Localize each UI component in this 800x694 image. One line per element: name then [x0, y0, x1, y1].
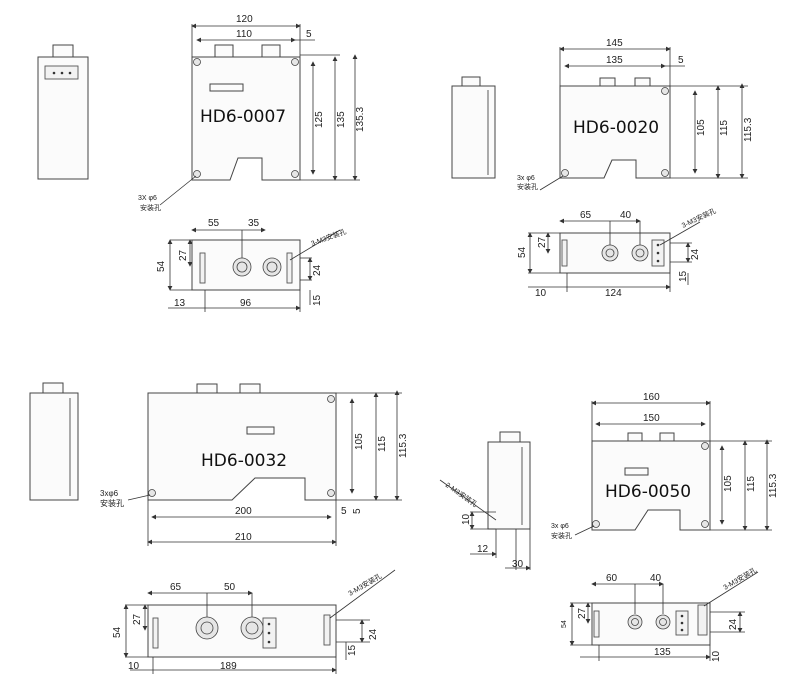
- model-label-0020: HD6-0020: [573, 118, 659, 138]
- dim-width-overall: 145: [606, 38, 623, 49]
- dim-port1: 60: [606, 573, 618, 584]
- side-view-0050: [439, 431, 531, 571]
- dim-height: 115: [377, 436, 388, 452]
- model-label-0032: HD6-0032: [201, 451, 287, 471]
- hole-note-line2: 安装孔: [100, 498, 124, 508]
- m3-note-0020: 3-M3安装孔: [680, 206, 717, 230]
- dim-height-overall: 115.3: [743, 117, 754, 142]
- dim-port-spacing: 35: [248, 218, 260, 229]
- dim-height: 115: [746, 476, 757, 492]
- dim-depth: 54: [561, 620, 568, 628]
- view-hd6-0007: HD6-0007 120 110 5 125 135 135.3 3X φ6 安…: [37, 14, 366, 312]
- hole-note-line1: 3x φ6: [517, 175, 535, 182]
- dim-port-spacing: 40: [650, 573, 662, 584]
- dim-width-overall: 160: [643, 392, 660, 403]
- hole-note-line1: 3x φ6: [551, 523, 569, 530]
- dim-height-overall: 115.3: [768, 473, 779, 498]
- hole-note-line2: 安装孔: [551, 531, 572, 540]
- dim-27: 27: [132, 613, 143, 625]
- dim-height: 135: [336, 111, 347, 128]
- dim-depth: 54: [112, 626, 123, 638]
- dim-side-10: 10: [461, 513, 472, 525]
- hole-note-line1: 3X φ6: [138, 195, 157, 202]
- dim-depth: 54: [156, 260, 167, 272]
- dim-depth: 54: [517, 246, 528, 258]
- front-dims-0020: 145 135 5 105 115 115.3 3x φ6 安装孔: [517, 38, 754, 191]
- dim-width-holes: 110: [236, 29, 252, 40]
- dim-height-overall: 115.3: [398, 433, 409, 458]
- dim-height: 115: [719, 120, 730, 136]
- bottom-view-0020: [527, 218, 701, 292]
- dim-height-overall: 135.3: [355, 107, 366, 132]
- front-dims-0007: 120 110 5 125 135 135.3 3X φ6 安装孔: [138, 14, 366, 212]
- front-dims-0050: 160 150 105 115 115.3 3x φ6 安装孔: [551, 392, 779, 540]
- dim-27: 27: [577, 607, 588, 619]
- dim-port-spacing: 50: [224, 582, 236, 593]
- dim-15: 15: [678, 270, 689, 282]
- dim-27: 27: [178, 249, 189, 261]
- dim-10: 10: [711, 650, 722, 662]
- dim-width-overall: 120: [236, 14, 253, 25]
- view-hd6-0050: 10 12 30 2-M3安装孔 HD6-0050 160 150 105 11…: [439, 392, 779, 662]
- dim-height-holes: 105: [696, 119, 707, 136]
- hole-note-line2: 安装孔: [140, 203, 161, 212]
- side-view-0020: [451, 76, 496, 179]
- dim-width-holes: 135: [606, 55, 623, 66]
- dim-port-spacing: 40: [620, 210, 632, 221]
- dim-15: 15: [312, 294, 323, 306]
- m3-note-0050: 3-M3安装孔: [722, 565, 759, 591]
- front-dims-0032: 200 210 5 5 105 115 115.3 3xφ6 安装孔: [100, 433, 409, 543]
- hole-note-line1: 3xφ6: [100, 489, 119, 498]
- dim-offset-b: 5: [352, 508, 363, 514]
- dim-height-holes: 125: [314, 111, 325, 128]
- dim-135: 135: [654, 647, 671, 658]
- dim-height-holes: 105: [354, 433, 365, 450]
- dim-189: 189: [220, 661, 237, 672]
- bottom-view-0007: [167, 227, 341, 312]
- dim-port1: 55: [208, 218, 220, 229]
- view-hd6-0032: HD6-0032 200 210 5 5 105 115 115.3 3xφ6 …: [29, 382, 409, 674]
- view-hd6-0020: HD6-0020 145 135 5 105 115 115.3 3x φ6 安…: [451, 38, 754, 299]
- bottom-view-0050: [569, 571, 759, 661]
- dim-port1: 65: [170, 582, 182, 593]
- dim-width-holes: 150: [643, 413, 660, 424]
- m3-note-0007: 3-M3安装孔: [310, 227, 348, 248]
- dim-124: 124: [605, 288, 622, 299]
- dim-24: 24: [368, 628, 379, 640]
- dim-24: 24: [690, 248, 701, 260]
- dim-10: 10: [128, 661, 140, 672]
- hole-note-line2: 安装孔: [517, 182, 538, 191]
- dim-side-12: 12: [477, 544, 489, 555]
- dim-96: 96: [240, 298, 252, 309]
- front-view-0050: HD6-0050: [574, 400, 772, 536]
- dim-13: 13: [174, 298, 186, 309]
- front-view-0032: HD6-0032: [127, 383, 402, 546]
- front-view-0020: HD6-0020: [539, 46, 748, 191]
- dim-15: 15: [347, 644, 358, 656]
- dim-width-overall: 210: [235, 532, 252, 543]
- dim-27: 27: [537, 236, 548, 248]
- bottom-view-0032: [123, 569, 396, 674]
- dim-24: 24: [728, 618, 739, 630]
- front-view-0007: HD6-0007: [159, 23, 360, 206]
- dim-10: 10: [535, 288, 547, 299]
- model-label-0050: HD6-0050: [605, 482, 691, 502]
- dim-offset-a: 5: [341, 506, 347, 517]
- side-view-0032: [29, 382, 79, 501]
- m3-note-0032: 3-M3安装孔: [347, 571, 384, 597]
- dim-side-30: 30: [512, 559, 524, 570]
- dim-offset: 5: [678, 55, 684, 66]
- dim-width-holes: 200: [235, 506, 252, 517]
- dim-offset: 5: [306, 29, 312, 40]
- dim-height-holes: 105: [723, 475, 734, 492]
- dim-24: 24: [312, 264, 323, 276]
- side-view-0007: [37, 44, 89, 180]
- m3-note-side: 2-M3安装孔: [444, 480, 479, 509]
- dim-port1: 65: [580, 210, 592, 221]
- model-label-0007: HD6-0007: [200, 107, 286, 127]
